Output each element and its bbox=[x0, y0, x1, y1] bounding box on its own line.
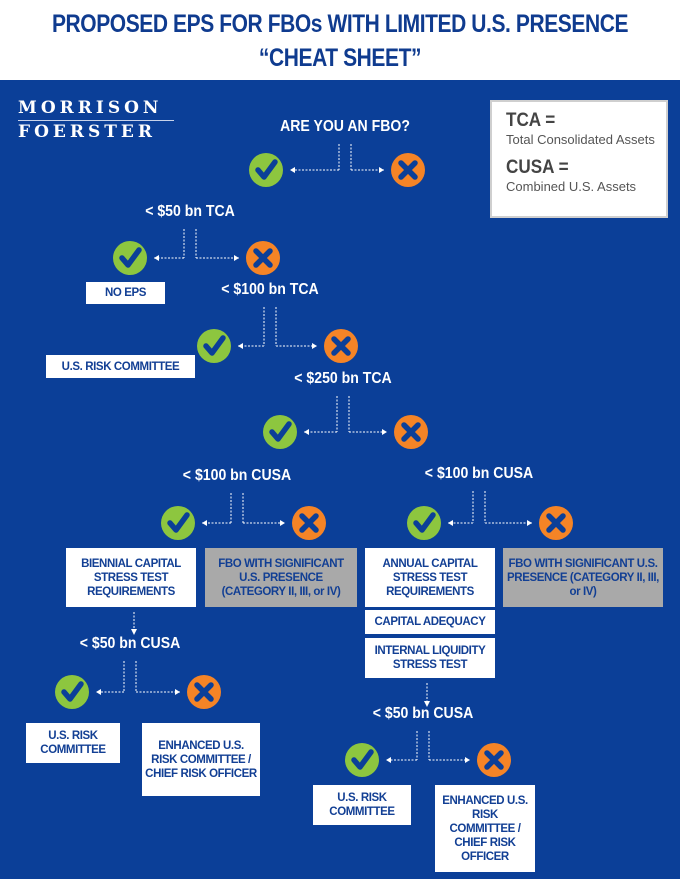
cross-icon bbox=[539, 506, 573, 540]
outcome-significant-presence-left: FBO WITH SIGNIFICANT U.S. PRESENCE (CATE… bbox=[205, 548, 357, 607]
cross-icon bbox=[324, 329, 358, 363]
question-100bn-cusa-left: < $100 bn CUSA bbox=[182, 467, 292, 484]
outcome-significant-presence-right: FBO WITH SIGNIFICANT U.S. PRESENCE (CATE… bbox=[503, 548, 663, 607]
cross-icon bbox=[477, 743, 511, 777]
check-icon bbox=[161, 506, 195, 540]
outcome-us-risk-committee: U.S. RISK COMMITTEE bbox=[46, 355, 195, 378]
outcome-no-eps: NO EPS bbox=[86, 282, 165, 304]
check-icon bbox=[55, 675, 89, 709]
outcome-us-risk-committee-right: U.S. RISK COMMITTEE bbox=[313, 785, 411, 825]
title-line-2: “CHEAT SHEET” bbox=[258, 44, 422, 72]
check-icon bbox=[263, 415, 297, 449]
outcome-internal-liquidity: INTERNAL LIQUIDITY STRESS TEST bbox=[365, 638, 495, 678]
cross-icon bbox=[394, 415, 428, 449]
outcome-us-risk-committee-left: U.S. RISK COMMITTEE bbox=[26, 723, 120, 763]
legend-tca-value: Total Consolidated Assets bbox=[506, 132, 655, 147]
question-fbo: ARE YOU AN FBO? bbox=[280, 118, 410, 135]
outcome-enhanced-committee-left: ENHANCED U.S. RISK COMMITTEE / CHIEF RIS… bbox=[142, 723, 260, 796]
cross-icon bbox=[187, 675, 221, 709]
question-100bn-tca: < $100 bn TCA bbox=[221, 281, 319, 298]
legend-cusa-key: CUSA = bbox=[506, 157, 569, 178]
title-line-1: PROPOSED EPS FOR FBOs WITH LIMITED U.S. … bbox=[51, 10, 629, 38]
check-icon bbox=[113, 241, 147, 275]
check-icon bbox=[407, 506, 441, 540]
cross-icon bbox=[246, 241, 280, 275]
outcome-capital-adequacy: CAPITAL ADEQUACY bbox=[365, 610, 495, 634]
outcome-annual-stress-test: ANNUAL CAPITAL STRESS TEST REQUIREMENTS bbox=[365, 548, 495, 607]
legend-box: TCA = Total Consolidated Assets CUSA = C… bbox=[490, 100, 668, 218]
outcome-biennial-stress-test: BIENNIAL CAPITAL STRESS TEST REQUIREMENT… bbox=[66, 548, 196, 607]
logo-line-1: MORRISON bbox=[18, 98, 163, 118]
question-100bn-cusa-right: < $100 bn CUSA bbox=[424, 465, 534, 482]
question-50bn-tca: < $50 bn TCA bbox=[145, 203, 235, 220]
question-50bn-cusa-left: < $50 bn CUSA bbox=[79, 635, 181, 652]
legend-cusa-value: Combined U.S. Assets bbox=[506, 179, 637, 194]
question-50bn-cusa-right: < $50 bn CUSA bbox=[372, 705, 474, 722]
cross-icon bbox=[292, 506, 326, 540]
check-icon bbox=[249, 153, 283, 187]
logo-divider bbox=[18, 120, 174, 121]
outcome-enhanced-committee-right: ENHANCED U.S. RISK COMMITTEE / CHIEF RIS… bbox=[435, 785, 535, 872]
check-icon bbox=[197, 329, 231, 363]
legend-tca-key: TCA = bbox=[506, 110, 556, 131]
check-icon bbox=[345, 743, 379, 777]
logo: MORRISON FOERSTER bbox=[18, 98, 174, 143]
cross-icon bbox=[391, 153, 425, 187]
logo-line-2: FOERSTER bbox=[18, 122, 156, 142]
question-250bn-tca: < $250 bn TCA bbox=[294, 370, 392, 387]
